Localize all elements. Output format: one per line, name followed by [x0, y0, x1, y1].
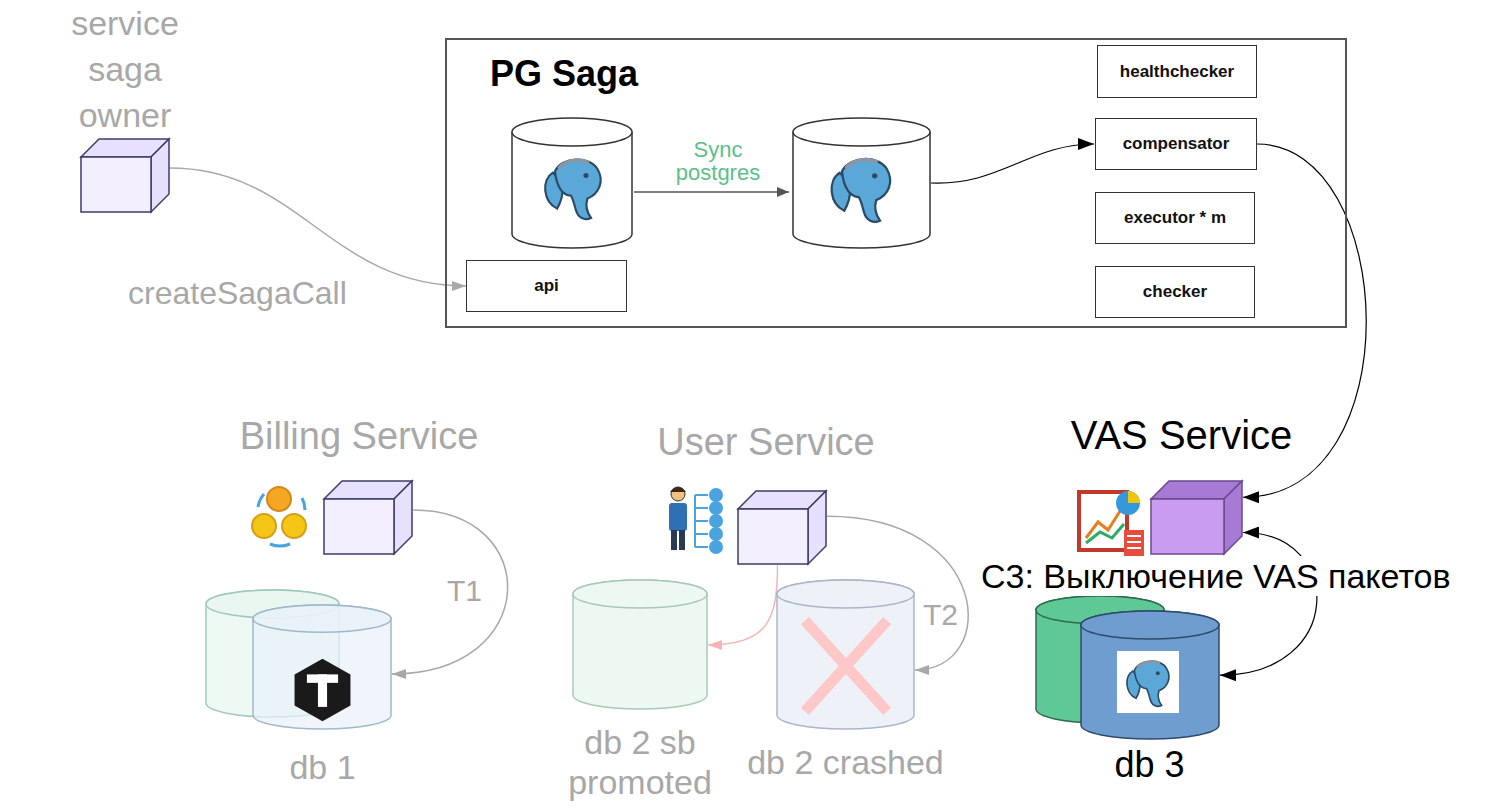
node-heading: User Service	[616, 420, 916, 464]
cylinder-shape	[205, 590, 392, 730]
cylinder-shape	[776, 580, 915, 730]
node-heading: service saga owner	[40, 0, 210, 138]
service-cube: Billing Service	[323, 480, 413, 555]
box-label: checker	[1143, 282, 1207, 302]
postgres-logo	[545, 160, 600, 220]
connector	[708, 565, 778, 645]
connector	[1220, 533, 1317, 676]
process-box: api	[466, 260, 627, 312]
edge-label: T1	[444, 574, 485, 608]
database-cylinder: db 2 crashed	[776, 580, 915, 730]
cube-shape	[1150, 480, 1243, 555]
vas-icon	[1079, 491, 1144, 556]
node-heading: Billing Service	[199, 414, 519, 458]
edge-label: createSagaCall	[125, 275, 350, 312]
service-cube: service saga owner	[80, 138, 170, 213]
node-heading: VAS Service	[1022, 412, 1342, 458]
node-heading: db 1	[243, 748, 403, 786]
replica-arrow	[931, 144, 1094, 183]
edge-label: T2	[920, 598, 961, 632]
process-box: executor * m	[1095, 192, 1255, 244]
user-icon	[669, 487, 723, 554]
cylinder-shape	[572, 580, 708, 710]
database-cylinder: db 1	[205, 590, 392, 730]
box-label: healthchecker	[1120, 62, 1234, 82]
process-box: checker	[1095, 266, 1255, 318]
note-label: Sync postgres	[655, 138, 781, 184]
pg-cylinder	[512, 118, 930, 248]
node-heading: db 2 crashed	[716, 742, 976, 782]
service-cube: VAS Service	[1150, 480, 1243, 555]
database-cylinder: db 3	[1035, 596, 1220, 740]
process-box: healthchecker	[1097, 45, 1257, 98]
cube-shape	[737, 490, 827, 565]
sync-arrow	[634, 191, 789, 193]
frame-title: PG Saga	[490, 53, 638, 95]
cube-shape	[80, 138, 170, 213]
cube-shape	[323, 480, 413, 555]
system-frame: PG Saga healthchecker compensator executor …	[445, 38, 1347, 328]
node-heading: db 3	[1070, 744, 1230, 786]
note-label: C3: Выключение VAS пакетов	[978, 556, 1454, 596]
service-cube: User Service	[737, 490, 827, 565]
box-label: executor * m	[1124, 208, 1226, 228]
database-cylinder: db 2 sb promoted	[572, 580, 708, 710]
connector	[170, 168, 466, 286]
box-label: compensator	[1123, 134, 1230, 154]
postgres-logo	[832, 159, 891, 222]
node-heading: db 2 sb promoted	[550, 722, 730, 802]
process-box: compensator	[1095, 118, 1257, 170]
billing-icon	[252, 487, 306, 546]
cylinder-shape	[1035, 596, 1220, 740]
box-label: api	[534, 276, 559, 296]
